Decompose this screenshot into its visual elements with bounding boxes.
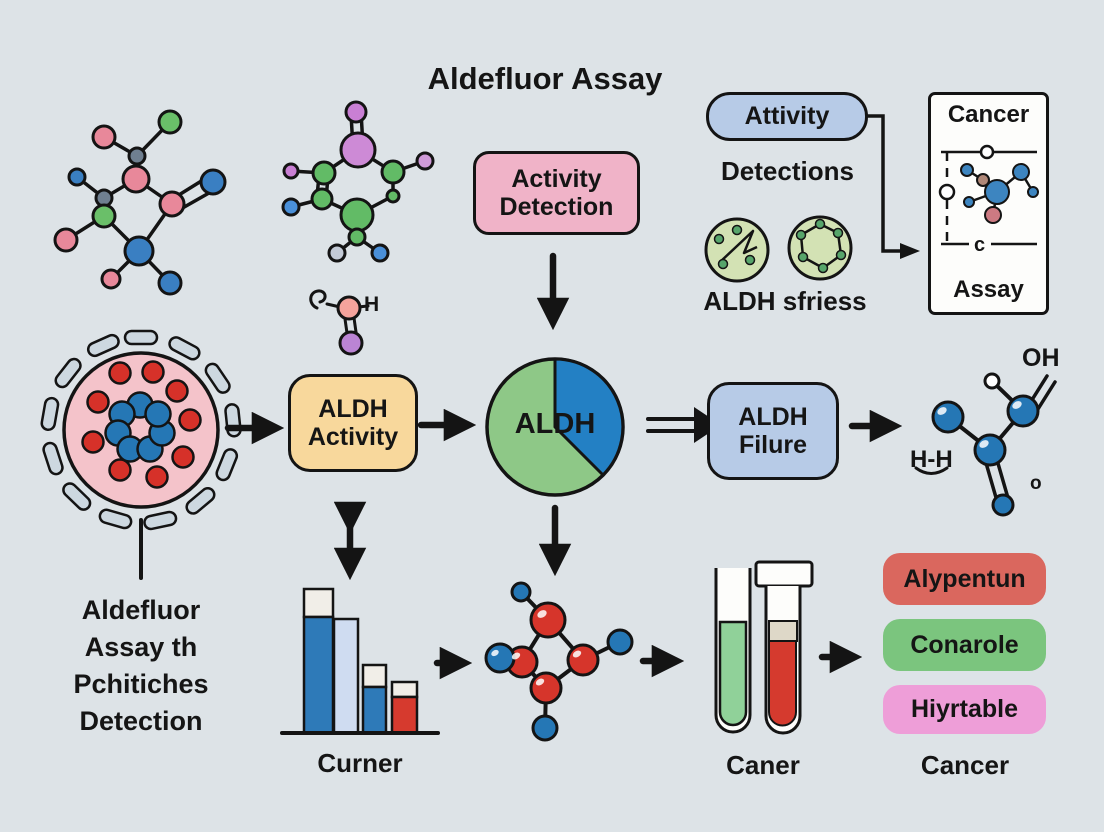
card-structure-art: c [938, 144, 1039, 256]
pill-conarole: Conarole [883, 619, 1046, 671]
cell-nucleus-cluster [104, 391, 176, 463]
tubes-caption: Caner [726, 750, 800, 780]
card-bottom-label: Assay [953, 276, 1024, 303]
squiggle-glyph [309, 289, 327, 310]
top-center-molecule [281, 100, 435, 263]
card-top-label: Cancer [947, 101, 1030, 128]
cell-red-dots [81, 360, 202, 489]
card-c-label: c [974, 234, 985, 256]
aldh-filure-line1: ALDH [738, 402, 808, 431]
aldh-filure-box: ALDH Filure [707, 382, 839, 480]
left-caption-line2: Assay th [84, 632, 198, 662]
pill-alypentun-label: Alypentun [903, 564, 1026, 593]
hh-label: H-H [910, 446, 953, 473]
pill-hiyrtable-label: Hiyrtable [911, 695, 1018, 723]
left-caption-line3: Pchitiches [73, 669, 209, 699]
small-aldehyde-molecule [309, 289, 370, 356]
bottom-center-molecule [484, 581, 634, 742]
double-line-arrow [646, 417, 696, 433]
pie-center-label: ALDH [514, 408, 596, 440]
cancer-caption: Cancer [920, 750, 1010, 780]
aldh-activity-box: ALDH Activity [288, 374, 418, 472]
pill-hiyrtable: Hiyrtable [883, 685, 1046, 734]
left-caption: Aldefluor Assay th Pchitiches Detection [35, 592, 247, 740]
test-tubes [714, 560, 814, 735]
activity-detection-line1: Activity [511, 164, 602, 193]
bar-chart [280, 587, 440, 735]
attivity-label: Attivity [744, 102, 830, 131]
hh-undertie [914, 466, 949, 475]
aldh-stress-icons [704, 215, 853, 283]
pie-chart [485, 357, 625, 497]
aldh-activity-line1: ALDH [318, 394, 388, 423]
activity-detection-line2: Detection [499, 193, 614, 221]
activity-detection-box: Activity Detection [473, 151, 640, 235]
oh-label: OH [1022, 344, 1060, 372]
flow-arrows [224, 114, 920, 680]
pill-conarole-label: Conarole [910, 630, 1019, 659]
pill-alypentun: Alypentun [883, 553, 1046, 605]
aldh-stress-label: ALDH sfriess [703, 286, 867, 316]
detections-label: Detections [721, 156, 854, 186]
left-caption-line1: Aldefluor [81, 595, 201, 625]
left-caption-line4: Detection [79, 706, 203, 736]
cancer-assay-card: Cancer c Assay [928, 92, 1049, 315]
h-label: H [364, 293, 380, 316]
page-title: Aldefluor Assay [427, 61, 663, 96]
right-product-molecule [914, 372, 1057, 517]
aldh-filure-line2: Filure [738, 431, 808, 459]
attivity-connector [866, 114, 902, 253]
attivity-box: Attivity [706, 92, 868, 141]
o-label: o [1030, 473, 1042, 494]
top-left-molecule [53, 109, 227, 296]
cell-illustration [40, 329, 242, 580]
bar-chart-caption: Curner [317, 748, 403, 778]
aldh-activity-line2: Activity [307, 423, 399, 451]
